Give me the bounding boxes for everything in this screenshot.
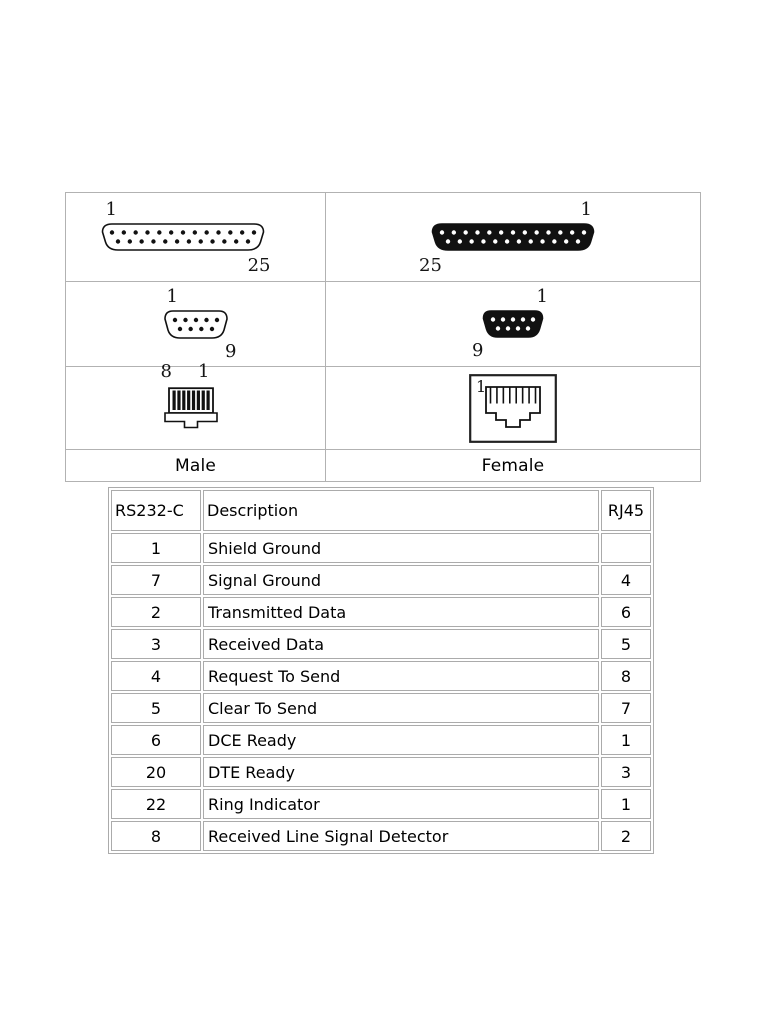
rs232-pin-cell: 20 bbox=[111, 757, 201, 787]
rj45-pin-cell: 7 bbox=[601, 693, 651, 723]
db25-female-connector-graphic bbox=[431, 223, 595, 251]
rs232-pin-cell: 8 bbox=[111, 821, 201, 851]
rj45-pin-cell: 5 bbox=[601, 629, 651, 659]
male-column-caption: Male bbox=[66, 450, 326, 481]
header-rj45: RJ45 bbox=[601, 490, 651, 531]
db25-male-cell: 1 25 bbox=[66, 193, 326, 282]
db9-male-connector-graphic bbox=[163, 309, 228, 339]
rj45-male-connector-graphic bbox=[163, 387, 218, 429]
rj45-pin-cell: 1 bbox=[601, 789, 651, 819]
db9-female-pin9-label: 9 bbox=[472, 340, 484, 361]
rj45-pin-cell: 6 bbox=[601, 597, 651, 627]
description-cell: DTE Ready bbox=[203, 757, 599, 787]
header-description: Description bbox=[203, 490, 599, 531]
description-cell: Ring Indicator bbox=[203, 789, 599, 819]
rj45-pin-cell: 3 bbox=[601, 757, 651, 787]
rj45-pin-cell: 1 bbox=[601, 725, 651, 755]
rs232-pin-cell: 5 bbox=[111, 693, 201, 723]
db25-female-connector-diagram: 1 25 bbox=[419, 201, 595, 275]
db9-female-connector-graphic bbox=[482, 310, 544, 338]
db25-female-pin1-label: 1 bbox=[580, 199, 592, 220]
db9-female-pin1-label: 1 bbox=[536, 286, 548, 307]
male-label: Male bbox=[174, 455, 217, 476]
header-rs232c: RS232-C bbox=[111, 490, 201, 531]
db9-male-pin1-label: 1 bbox=[166, 285, 178, 307]
rs232-pin-cell: 1 bbox=[111, 533, 201, 563]
rs232-pin-cell: 3 bbox=[111, 629, 201, 659]
connector-panel: 1 25 1 25 1 bbox=[65, 192, 701, 482]
db25-male-pin25-label: 25 bbox=[247, 255, 271, 276]
db25-male-connector-diagram: 1 25 bbox=[101, 201, 271, 275]
description-cell: DCE Ready bbox=[203, 725, 599, 755]
description-cell: Signal Ground bbox=[203, 565, 599, 595]
rj45-pin-cell: 2 bbox=[601, 821, 651, 851]
description-cell: Clear To Send bbox=[203, 693, 599, 723]
db9-female-cell: 1 9 bbox=[326, 282, 700, 367]
rj45-pin-cell bbox=[601, 533, 651, 563]
db25-female-cell: 1 25 bbox=[326, 193, 700, 282]
rj45-female-connector-graphic bbox=[469, 373, 557, 443]
db9-male-cell: 1 9 bbox=[66, 282, 326, 367]
female-column-caption: Female bbox=[326, 450, 700, 481]
rj45-pin-cell: 4 bbox=[601, 565, 651, 595]
rj45-male-pin8-label: 8 bbox=[160, 361, 172, 382]
table-header-row: RS232-C Description RJ45 bbox=[111, 490, 651, 531]
rs232-pin-cell: 2 bbox=[111, 597, 201, 627]
description-cell: Transmitted Data bbox=[203, 597, 599, 627]
db25-female-pin25-label: 25 bbox=[419, 255, 442, 276]
description-cell: Received Line Signal Detector bbox=[203, 821, 599, 851]
rj45-pin-cell: 8 bbox=[601, 661, 651, 691]
rj45-male-cell: 8 1 bbox=[66, 363, 326, 450]
rs232-pin-cell: 22 bbox=[111, 789, 201, 819]
db9-male-pin9-label: 9 bbox=[225, 340, 237, 362]
rj45-male-connector-diagram: 8 1 bbox=[161, 363, 220, 429]
db25-male-connector-graphic bbox=[101, 223, 264, 251]
description-cell: Received Data bbox=[203, 629, 599, 659]
female-label: Female bbox=[481, 455, 545, 476]
rs232-pin-cell: 4 bbox=[111, 661, 201, 691]
rj45-female-cell: 1 bbox=[326, 367, 700, 450]
db9-male-connector-diagram: 1 9 bbox=[163, 287, 237, 360]
db25-male-pin1-label: 1 bbox=[105, 199, 117, 220]
db9-female-connector-diagram: 1 9 bbox=[472, 288, 548, 360]
rj45-female-pin1-label: 1 bbox=[476, 376, 487, 396]
rj45-female-connector-diagram: 1 bbox=[469, 373, 557, 443]
description-cell: Shield Ground bbox=[203, 533, 599, 563]
rs232-pin-cell: 7 bbox=[111, 565, 201, 595]
rj45-male-pin1-label: 1 bbox=[198, 361, 210, 382]
description-cell: Request To Send bbox=[203, 661, 599, 691]
rs232-pin-cell: 6 bbox=[111, 725, 201, 755]
